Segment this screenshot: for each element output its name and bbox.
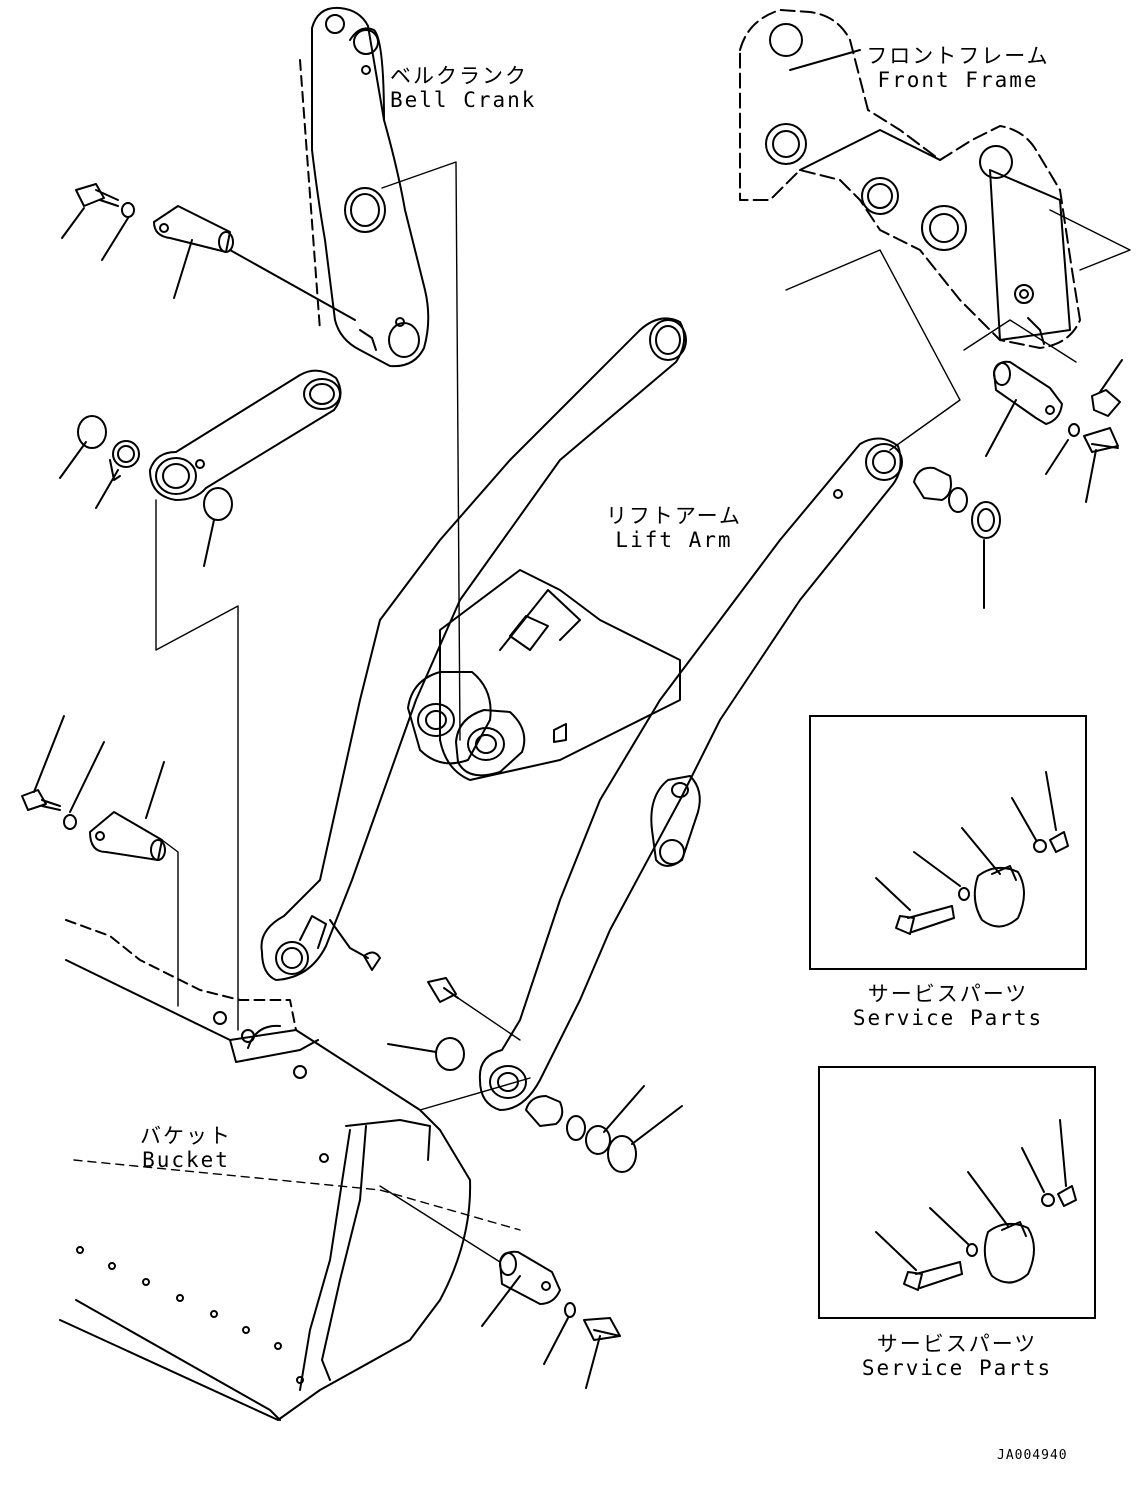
label-service-parts-1-en: Service Parts	[852, 1006, 1044, 1030]
bucket-pin-assembly-left	[21, 715, 166, 861]
label-front-frame-en: Front Frame	[877, 68, 1039, 92]
service-parts-box-1	[809, 715, 1087, 970]
label-bucket: バケット Bucket	[140, 1124, 232, 1172]
bucket-pin-assembly-right	[379, 1185, 621, 1389]
service-parts-box-2	[818, 1066, 1096, 1319]
left-pin-assembly	[59, 183, 356, 567]
frame-guide-lines	[785, 209, 1131, 451]
label-bell-crank-jp: ベルクランク	[390, 64, 528, 88]
guide-lines	[155, 161, 461, 1031]
label-lift-arm: リフトアーム Lift Arm	[606, 504, 742, 552]
label-bucket-jp: バケット	[140, 1124, 232, 1148]
label-service-parts-1: サービスパーツ Service Parts	[853, 982, 1043, 1030]
service-parts-2-items	[875, 1119, 1077, 1291]
bucket	[59, 919, 521, 1421]
bell-crank-link	[149, 369, 342, 501]
bell-crank	[299, 6, 430, 368]
bucket-rivets	[76, 1153, 329, 1384]
lift-arm-pin-parts	[387, 977, 683, 1173]
label-bell-crank: ベルクランク Bell Crank	[390, 64, 536, 112]
label-front-frame-jp: フロントフレーム	[866, 44, 1050, 68]
lift-arm-cross-tube	[407, 569, 681, 781]
label-service-parts-2: サービスパーツ Service Parts	[862, 1332, 1052, 1380]
lift-arm-left	[260, 317, 687, 981]
lift-arm-right	[478, 437, 903, 1111]
label-lift-arm-jp: リフトアーム	[605, 504, 743, 528]
label-service-parts-1-jp: サービスパーツ	[867, 982, 1029, 1006]
label-service-parts-2-en: Service Parts	[861, 1356, 1053, 1380]
label-bell-crank-en: Bell Crank	[390, 88, 537, 112]
drawing-code: JA004940	[997, 1448, 1068, 1463]
label-lift-arm-en: Lift Arm	[615, 528, 733, 552]
label-bucket-en: Bucket	[142, 1148, 230, 1172]
service-parts-1-items	[875, 771, 1069, 935]
front-frame	[739, 9, 1081, 349]
frame-pin-assembly	[913, 359, 1123, 609]
label-service-parts-2-jp: サービスパーツ	[876, 1332, 1038, 1356]
label-front-frame: フロントフレーム Front Frame	[866, 44, 1049, 92]
